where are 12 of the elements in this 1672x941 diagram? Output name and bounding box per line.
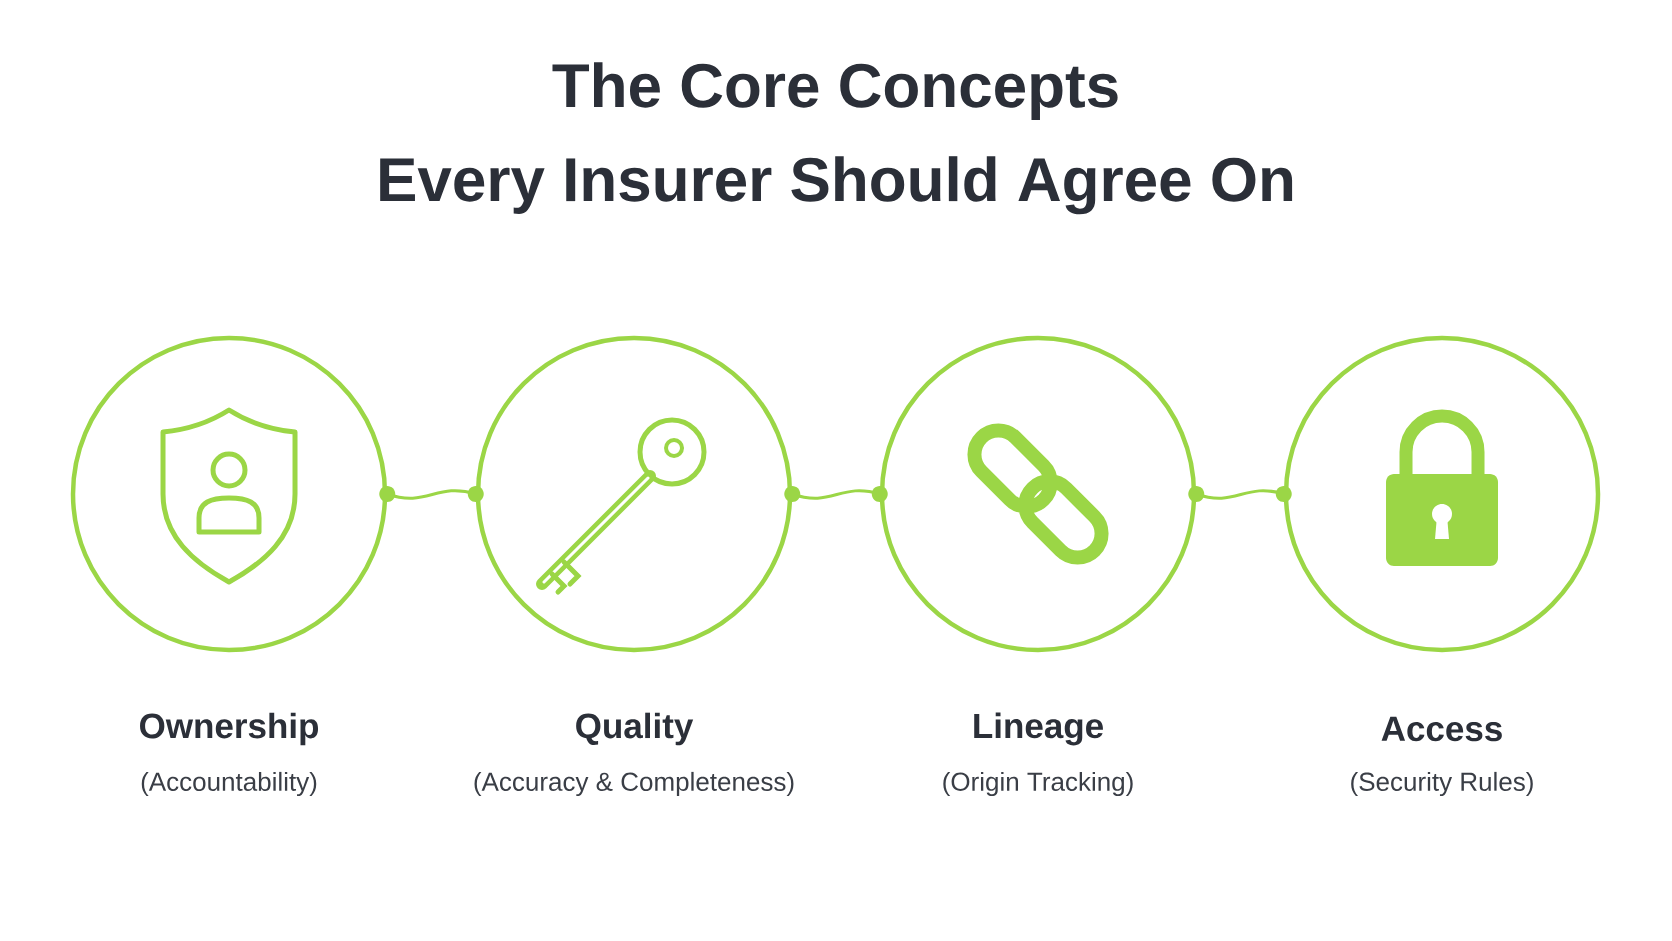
concept-heading: Ownership — [140, 712, 318, 746]
connector — [784, 486, 888, 502]
concept-subtitle: (Accuracy & Completeness) — [474, 771, 794, 797]
title: The Core Concepts Every Insurer Should Agree On — [380, 62, 1293, 215]
concept-heading: Access — [1381, 716, 1502, 742]
connector — [379, 486, 484, 502]
concept-heading: Quality — [576, 712, 694, 746]
concept-subtitle: (Origin Tracking) — [943, 771, 1133, 797]
connector — [1188, 486, 1292, 502]
concept-heading: Lineage — [974, 712, 1103, 746]
concept-subtitle: (Accountability) — [141, 771, 317, 797]
concept-subtitle: (Security Rules) — [1351, 771, 1533, 797]
